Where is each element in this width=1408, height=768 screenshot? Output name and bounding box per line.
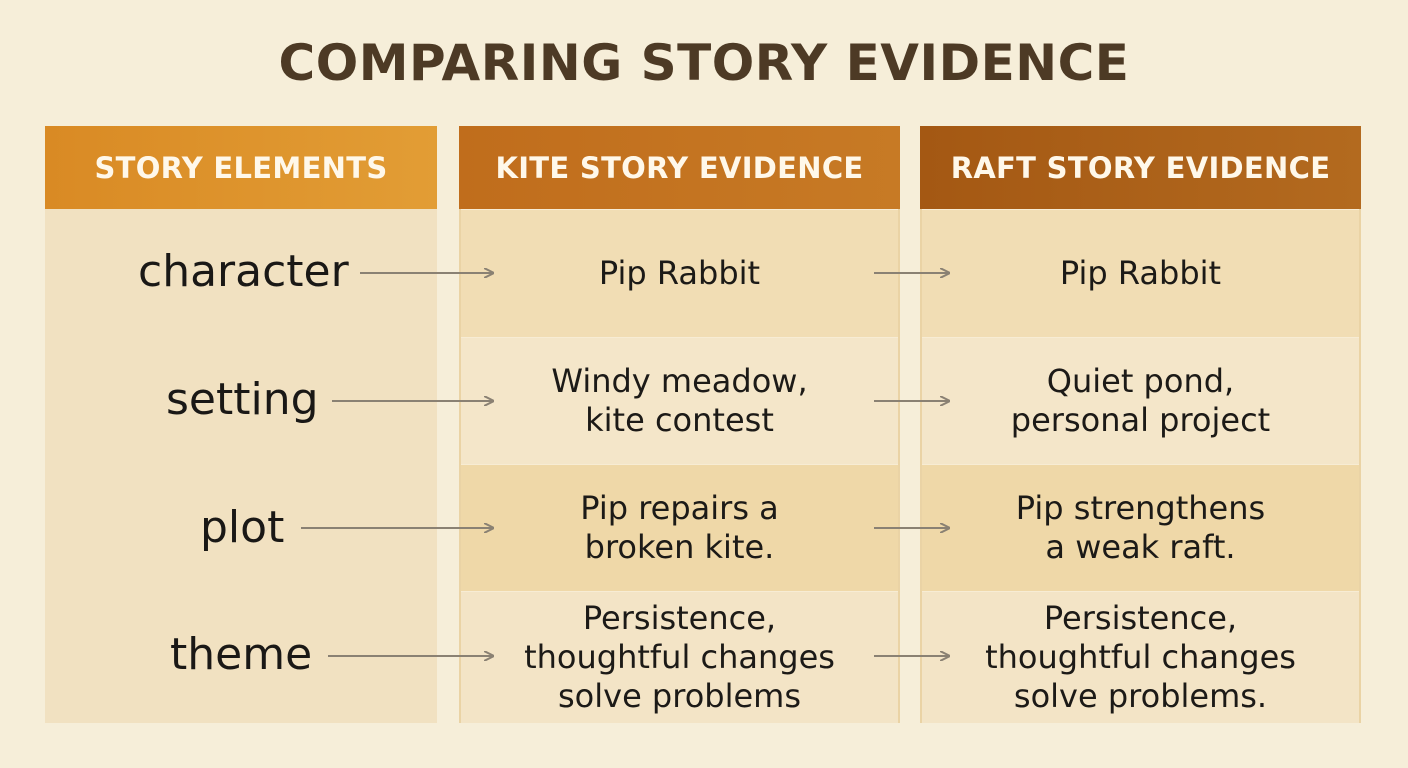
kite-cell-theme: Persistence, thoughtful changes solve pr… [461,591,898,723]
element-label-theme: theme [170,629,313,680]
element-label-setting: setting [166,374,319,425]
kite-cell-setting: Windy meadow, kite contest [461,337,898,464]
kite-theme-line-1: Persistence, [582,599,777,637]
kite-plot-line-2: broken kite. [584,528,775,566]
kite-plot-line-1: Pip repairs a [580,489,779,527]
raft-cell-plot: Pip strengthens a weak raft. [922,464,1359,591]
kite-theme-line-2: thoughtful changes [524,638,835,676]
raft-theme-line-1: Persistence, [1043,599,1238,637]
element-label-plot: plot [200,502,285,553]
raft-cell-setting: Quiet pond, personal project [922,337,1359,464]
kite-setting-line-1: Windy meadow, [551,362,808,400]
raft-setting-line-1: Quiet pond, [1046,362,1235,400]
raft-character-line-1: Pip Rabbit [1059,254,1222,292]
kite-cell-character: Pip Rabbit [461,209,898,337]
raft-plot-line-2: a weak raft. [1045,528,1236,566]
kite-character-line-1: Pip Rabbit [598,254,761,292]
page-title: COMPARING STORY EVIDENCE [278,34,1130,92]
story-elements-header: STORY ELEMENTS [45,126,437,209]
kite-evidence-header: KITE STORY EVIDENCE [459,126,900,209]
raft-evidence-column: RAFT STORY EVIDENCE Pip Rabbit Quiet pon… [920,126,1361,723]
kite-setting-line-2: kite contest [585,401,774,439]
story-elements-column: STORY ELEMENTS [45,126,437,723]
raft-theme-line-2: thoughtful changes [985,638,1296,676]
kite-cell-plot: Pip repairs a broken kite. [461,464,898,591]
raft-theme-line-3: solve problems. [1013,677,1268,715]
raft-cell-theme: Persistence, thoughtful changes solve pr… [922,591,1359,723]
raft-cell-character: Pip Rabbit [922,209,1359,337]
kite-theme-line-3: solve problems [557,677,801,715]
raft-plot-line-1: Pip strengthens [1015,489,1266,527]
kite-evidence-column: KITE STORY EVIDENCE Pip Rabbit Windy mea… [459,126,900,723]
element-label-character: character [138,246,349,297]
raft-evidence-header: RAFT STORY EVIDENCE [920,126,1361,209]
raft-setting-line-2: personal project [1010,401,1271,439]
